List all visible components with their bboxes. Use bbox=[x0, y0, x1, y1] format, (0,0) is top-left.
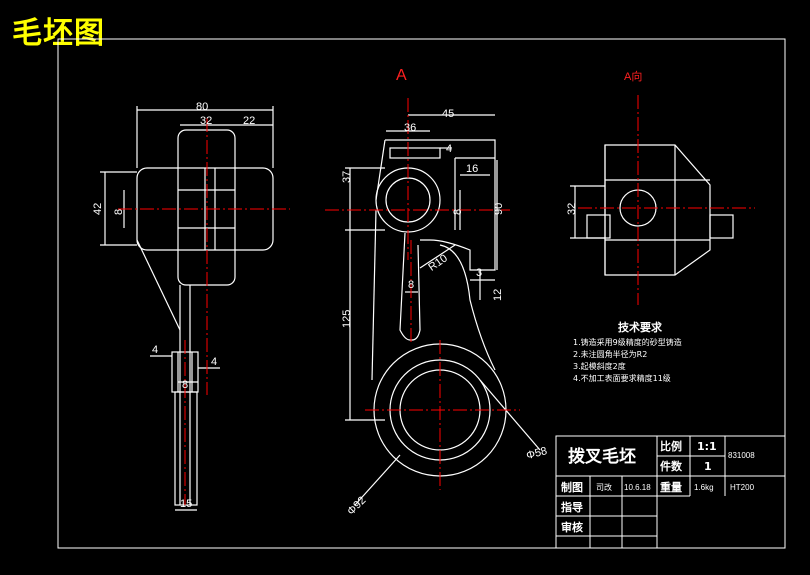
title-block bbox=[555, 435, 786, 549]
center-dimension-texts: 45 36 4 37 16 8 90 R10 8 3 12 125 Φ58 Φ9… bbox=[341, 108, 548, 518]
dim-22: 22 bbox=[243, 115, 255, 127]
dim-45: 45 bbox=[442, 108, 454, 120]
qty-value: 1 bbox=[704, 460, 712, 473]
requirement-item: 3.起模斜度2度 bbox=[573, 361, 626, 371]
dim-36: 36 bbox=[404, 122, 416, 134]
dim-phi92: Φ92 bbox=[345, 494, 368, 517]
requirements-title: 技术要求 bbox=[618, 320, 663, 334]
dim-4-top: 4 bbox=[446, 143, 452, 155]
dim-32: 32 bbox=[200, 115, 212, 127]
dim-8-mid: 8 bbox=[452, 209, 464, 215]
title-block-texts: 拨叉毛坯 比例 1:1 件数 1 831008 制图 司改 10.6.18 重量… bbox=[561, 439, 755, 534]
dim-16: 16 bbox=[466, 163, 478, 175]
dim-4-left: 4 bbox=[152, 344, 158, 356]
dim-r10: R10 bbox=[426, 252, 449, 273]
left-centerlines bbox=[118, 118, 290, 505]
section-label-a: A bbox=[396, 67, 407, 84]
center-centerlines bbox=[325, 98, 520, 490]
technical-requirements: 技术要求 1.铸造采用9级精度的砂型铸造 2.未注圆角半径为R2 3.起模斜度2… bbox=[573, 320, 682, 383]
drawn-label: 制图 bbox=[561, 480, 583, 494]
center-view bbox=[345, 114, 541, 506]
weight-label: 重量 bbox=[660, 480, 682, 494]
dim-8-shank: 8 bbox=[408, 279, 414, 291]
dim-12: 12 bbox=[492, 289, 504, 301]
right-view bbox=[570, 144, 734, 276]
dim-phi58: Φ58 bbox=[525, 445, 548, 462]
left-dimension-texts: 80 32 22 42 8 4 4 8 15 bbox=[92, 101, 255, 510]
dim-125: 125 bbox=[341, 310, 353, 328]
material: HT200 bbox=[730, 483, 755, 492]
requirement-item: 2.未注圆角半径为R2 bbox=[573, 349, 647, 359]
drawing-date: 10.6.18 bbox=[624, 483, 651, 492]
dim-15: 15 bbox=[180, 498, 192, 510]
dim-32-right: 32 bbox=[566, 203, 578, 215]
right-centerlines bbox=[578, 95, 755, 305]
left-view bbox=[100, 106, 274, 511]
dim-37: 37 bbox=[341, 171, 353, 183]
weight-value: 1.6kg bbox=[694, 483, 714, 492]
requirement-item: 1.铸造采用9级精度的砂型铸造 bbox=[573, 337, 682, 347]
drawn-by: 司改 bbox=[596, 482, 612, 492]
requirement-item: 4.不加工表面要求精度11级 bbox=[573, 373, 671, 383]
part-name: 拨叉毛坯 bbox=[568, 446, 636, 467]
qty-label: 件数 bbox=[660, 459, 683, 473]
dim-4-right: 4 bbox=[211, 356, 217, 368]
dim-8-bottom: 8 bbox=[182, 379, 188, 391]
dim-8-left: 8 bbox=[113, 209, 125, 215]
dim-42: 42 bbox=[92, 203, 104, 215]
view-label-a-direction: A向 bbox=[624, 69, 642, 83]
guide-label: 指导 bbox=[561, 500, 583, 514]
scale-value: 1:1 bbox=[697, 440, 717, 453]
review-label: 审核 bbox=[561, 520, 583, 534]
scale-label: 比例 bbox=[660, 439, 682, 453]
dim-80: 80 bbox=[196, 101, 208, 113]
dim-90: 90 bbox=[493, 203, 505, 215]
drawing-border bbox=[57, 38, 786, 549]
drawing-number: 831008 bbox=[728, 451, 755, 460]
dim-3: 3 bbox=[476, 267, 482, 279]
